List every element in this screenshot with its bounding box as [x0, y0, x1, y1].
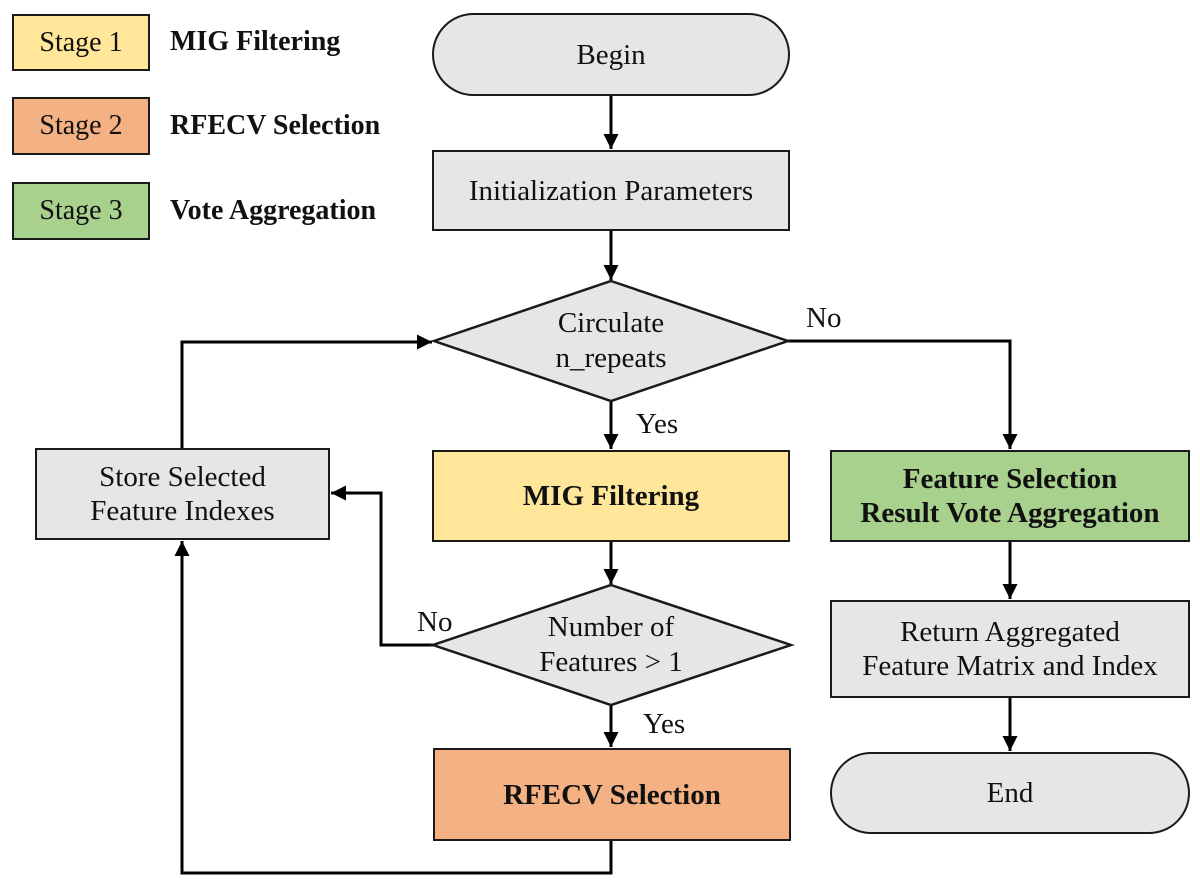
store-indexes-box: Store Selected Feature Indexes [35, 448, 330, 540]
vote-aggregation-box: Feature Selection Result Vote Aggregatio… [830, 450, 1190, 542]
arrow-loop-no-to-vote [788, 339, 1018, 449]
arrow-rfecv-to-store [174, 541, 613, 875]
count-no-label: No [417, 606, 453, 638]
vote-aggregation-line2: Result Vote Aggregation [860, 497, 1160, 529]
begin-terminal: Begin [432, 13, 790, 96]
legend-stage-3-swatch: Stage 3 [12, 182, 150, 240]
return-result-line1: Return Aggregated [900, 616, 1120, 648]
return-result-box: Return Aggregated Feature Matrix and Ind… [830, 600, 1190, 698]
init-parameters-label: Initialization Parameters [468, 174, 754, 207]
count-decision-line1: Number of [547, 611, 675, 643]
return-result-line2: Feature Matrix and Index [862, 650, 1158, 682]
end-terminal: End [830, 752, 1190, 834]
vote-aggregation-line1: Feature Selection [902, 463, 1118, 495]
legend-stage-1-swatch: Stage 1 [12, 14, 150, 71]
end-label: End [986, 777, 1034, 809]
loop-decision-line1: Circulate [557, 307, 665, 339]
count-decision-line2: Features > 1 [539, 646, 683, 678]
store-indexes-line1: Store Selected [99, 461, 266, 493]
legend-stage-3-label: Vote Aggregation [170, 195, 377, 226]
legend-stage-2-swatch: Stage 2 [12, 97, 150, 155]
rfecv-selection-label: RFECV Selection [503, 778, 721, 811]
loop-decision-line2: n_repeats [555, 342, 667, 374]
loop-yes-label: Yes [636, 408, 679, 440]
legend-stage-1-label: MIG Filtering [170, 26, 341, 57]
loop-no-label: No [806, 302, 842, 334]
store-indexes-line2: Feature Indexes [90, 495, 275, 527]
count-decision-diamond [429, 583, 795, 707]
count-decision-text: Number of Features > 1 [501, 610, 721, 680]
rfecv-selection-box: RFECV Selection [433, 748, 791, 841]
arrow-store-to-loop [180, 334, 432, 448]
loop-decision-diamond [430, 279, 792, 403]
count-yes-label: Yes [643, 708, 686, 740]
begin-label: Begin [576, 38, 646, 71]
legend-stage-2-label: RFECV Selection [170, 110, 381, 141]
mig-filtering-label: MIG Filtering [522, 480, 700, 512]
init-parameters-box: Initialization Parameters [432, 150, 790, 231]
mig-filtering-box: MIG Filtering [432, 450, 790, 542]
arrow-count-no-to-store [331, 485, 433, 647]
loop-decision-text: Circulate n_repeats [511, 306, 711, 376]
